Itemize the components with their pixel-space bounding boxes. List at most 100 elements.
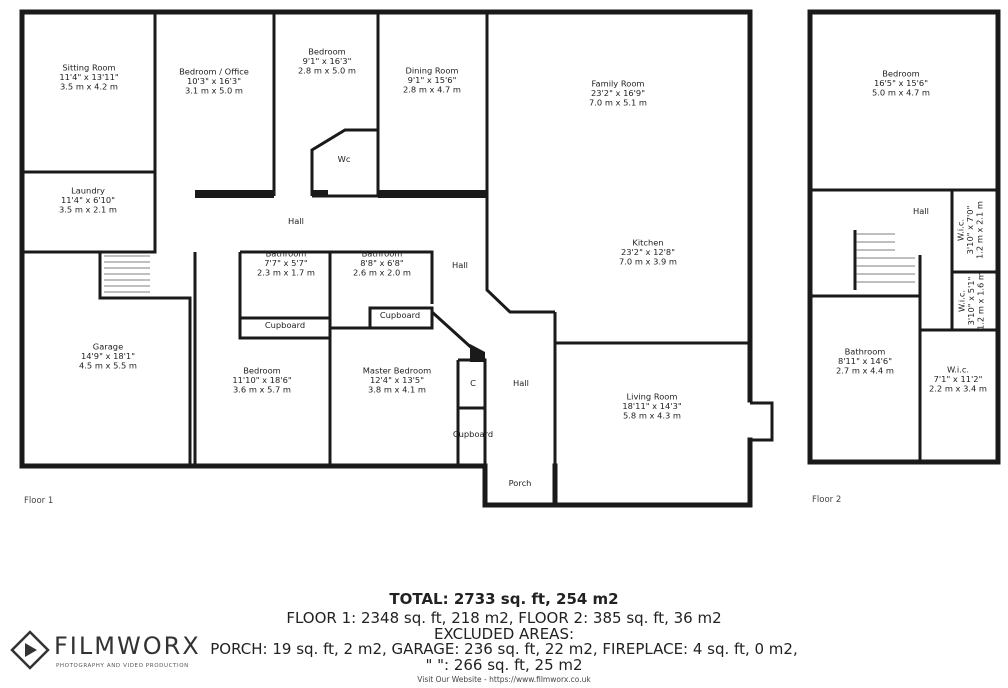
room-dimensions-metric: 1.2 m x 2.1 m xyxy=(975,201,985,259)
room-dimensions-imperial: 16'5" x 15'6" xyxy=(874,78,928,88)
room-dimensions-metric: 3.5 m x 2.1 m xyxy=(59,205,117,215)
room-name: Wc xyxy=(338,154,351,164)
floor-1-stairs xyxy=(104,255,150,293)
floor-1-walls xyxy=(19,9,753,508)
room-name: Bathroom xyxy=(266,249,307,259)
floor-2-stairs xyxy=(856,233,915,283)
room-name: Hall xyxy=(288,216,304,226)
room-name: Cupboard xyxy=(265,320,305,330)
floor-1-label: Floor 1 xyxy=(24,496,54,506)
room-dimensions-imperial: 10'3" x 16'3" xyxy=(187,76,241,86)
room-name: Dining Room xyxy=(405,66,458,76)
room-dimensions-imperial: 3'10" x 5'1" xyxy=(966,276,976,325)
floor-areas: FLOOR 1: 2348 sq. ft, 218 m2, FLOOR 2: 3… xyxy=(286,609,722,627)
room-name: W.i.c. xyxy=(956,219,966,241)
room-dimensions-metric: 5.8 m x 4.3 m xyxy=(623,411,681,421)
room-dimensions-imperial: 23'2" x 16'9" xyxy=(591,88,645,98)
room-dimensions-imperial: 8'11" x 14'6" xyxy=(838,356,892,366)
room-label-hall-main: Hall xyxy=(288,216,304,226)
filmworx-logo: FILMWORX PHOTOGRAPHY AND VIDEO PRODUCTIO… xyxy=(10,630,210,676)
room-label-c-closet: C xyxy=(470,378,476,388)
room-dimensions-metric: 4.5 m x 5.5 m xyxy=(79,361,137,371)
room-dimensions-imperial: 23'2" x 12'8" xyxy=(621,247,675,257)
room-name: Porch xyxy=(509,478,532,488)
room-dimensions-metric: 1.2 m x 1.6 m xyxy=(976,272,986,330)
room-dimensions-metric: 2.8 m x 5.0 m xyxy=(298,66,356,76)
room-dimensions-imperial: 9'1" x 16'3" xyxy=(303,56,352,66)
floor-1-thick-walls xyxy=(195,190,487,362)
logo-name: FILMWORX xyxy=(54,632,201,660)
room-dimensions-imperial: 8'8" x 6'8" xyxy=(360,258,404,268)
logo-icon xyxy=(10,630,50,670)
room-name: Hall xyxy=(452,260,468,270)
room-dimensions-imperial: 12'4" x 13'5" xyxy=(370,375,424,385)
room-dimensions-metric: 3.6 m x 5.7 m xyxy=(233,385,291,395)
floor-2-inner-walls xyxy=(810,188,998,462)
room-name: Bedroom xyxy=(243,366,281,376)
room-name: Bedroom / Office xyxy=(179,67,249,77)
room-name: Kitchen xyxy=(632,238,663,248)
room-name: Hall xyxy=(513,378,529,388)
room-label-hall-side: Hall xyxy=(452,260,468,270)
room-dimensions-metric: 7.0 m x 5.1 m xyxy=(589,98,647,108)
room-label-wc: Wc xyxy=(338,154,351,164)
room-label-cupboard-3: Cupboard xyxy=(453,429,493,439)
room-dimensions-metric: 2.8 m x 4.7 m xyxy=(403,85,461,95)
website-link[interactable]: Visit Our Website - https://www.filmworx… xyxy=(417,675,591,684)
room-dimensions-metric: 3.1 m x 5.0 m xyxy=(185,86,243,96)
room-dimensions-imperial: 7'1" x 11'2" xyxy=(934,374,983,384)
room-dimensions-metric: 7.0 m x 3.9 m xyxy=(619,257,677,267)
room-dimensions-metric: 3.8 m x 4.1 m xyxy=(368,385,426,395)
total-area: TOTAL: 2733 sq. ft, 254 m2 xyxy=(389,590,619,608)
excluded-areas-extra: " ": 266 sq. ft, 25 m2 xyxy=(425,656,583,674)
room-dimensions-imperial: 11'4" x 13'11" xyxy=(59,72,119,82)
room-dimensions-metric: 2.7 m x 4.4 m xyxy=(836,366,894,376)
room-dimensions-imperial: 11'10" x 18'6" xyxy=(232,375,292,385)
excluded-areas: PORCH: 19 sq. ft, 2 m2, GARAGE: 236 sq. … xyxy=(210,640,798,658)
room-label-porch: Porch xyxy=(509,478,532,488)
room-name: Cupboard xyxy=(453,429,493,439)
room-dimensions-metric: 2.2 m x 3.4 m xyxy=(929,384,987,394)
room-name: Garage xyxy=(93,342,123,352)
room-dimensions-metric: 3.5 m x 4.2 m xyxy=(60,82,118,92)
room-dimensions-imperial: 9'1" x 15'6" xyxy=(408,75,457,85)
room-label-wic-2: W.i.c.3'10" x 5'1"1.2 m x 1.6 m xyxy=(957,272,986,330)
floor-2-label: Floor 2 xyxy=(812,495,842,505)
room-name: Family Room xyxy=(592,79,645,89)
room-dimensions-metric: 2.3 m x 1.7 m xyxy=(257,268,315,278)
room-name: Laundry xyxy=(71,186,105,196)
room-label-hall-entry: Hall xyxy=(513,378,529,388)
room-name: Cupboard xyxy=(380,310,420,320)
room-name: Master Bedroom xyxy=(363,366,432,376)
room-name: C xyxy=(470,378,476,388)
room-label-cupboard-1: Cupboard xyxy=(265,320,305,330)
room-label-hall-f2: Hall xyxy=(913,206,929,216)
excluded-heading: EXCLUDED AREAS: xyxy=(433,625,575,643)
room-name: Bathroom xyxy=(845,347,886,357)
room-dimensions-imperial: 14'9" x 18'1" xyxy=(81,351,135,361)
room-name: Bedroom xyxy=(308,47,346,57)
room-name: Hall xyxy=(913,206,929,216)
room-dimensions-imperial: 11'4" x 6'10" xyxy=(61,195,115,205)
room-dimensions-imperial: 18'11" x 14'3" xyxy=(622,401,682,411)
room-name: Living Room xyxy=(627,392,678,402)
room-name: Sitting Room xyxy=(62,63,115,73)
logo-tagline: PHOTOGRAPHY AND VIDEO PRODUCTION xyxy=(56,663,189,669)
room-dimensions-metric: 2.6 m x 2.0 m xyxy=(353,268,411,278)
floor-1-inner-walls xyxy=(22,12,774,466)
room-dimensions-imperial: 7'7" x 5'7" xyxy=(264,258,308,268)
room-name: Bedroom xyxy=(882,69,920,79)
